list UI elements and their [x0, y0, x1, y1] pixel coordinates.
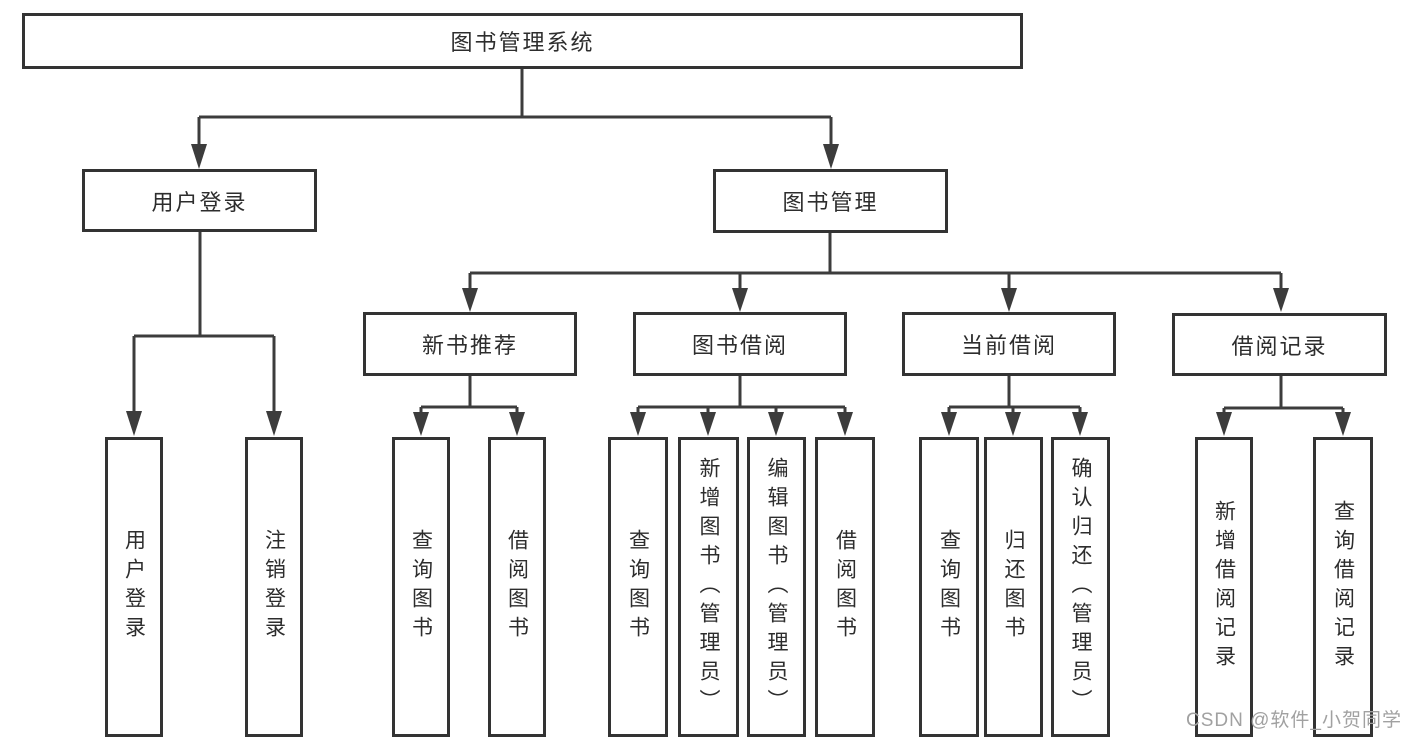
node-library-management-system-label: 图书管理系统: [450, 30, 595, 55]
arrow-leaf-add-book: [700, 412, 716, 436]
leaf-query-books-1-label: 查询图书: [409, 529, 433, 645]
leaf-query-books-2-label: 查询图书: [626, 529, 650, 645]
leaf-add-borrow-record-label: 新增借阅记录: [1212, 500, 1236, 674]
arrow-leaf-confirm-return: [1072, 412, 1088, 436]
leaf-add-book-admin: 新增图书（管理员）: [678, 437, 739, 737]
arrow-book-borrowing: [732, 288, 748, 312]
arrow-leaf-logout: [266, 411, 282, 436]
leaf-user-login: 用户登录: [105, 437, 163, 737]
leaf-return-books: 归还图书: [984, 437, 1043, 737]
arrow-borrowing-records: [1273, 288, 1289, 312]
arrow-current-borrowing: [1001, 288, 1017, 312]
node-library-management-system: 图书管理系统: [22, 13, 1023, 69]
node-new-book-recommendation: 新书推荐: [363, 312, 577, 376]
arrow-leaf-return-books: [1005, 412, 1021, 436]
arrow-leaf-query-books-2: [630, 412, 646, 436]
leaf-edit-book-admin: 编辑图书（管理员）: [747, 437, 806, 737]
leaf-logout: 注销登录: [245, 437, 303, 737]
node-book-management-label: 图书管理: [782, 190, 879, 215]
node-current-borrowing: 当前借阅: [902, 312, 1116, 376]
leaf-query-books-3-label: 查询图书: [937, 529, 961, 645]
leaf-borrow-books-2-label: 借阅图书: [833, 529, 857, 645]
node-book-management: 图书管理: [713, 169, 948, 233]
node-borrowing-records-label: 借阅记录: [1231, 333, 1328, 359]
node-user-login-label: 用户登录: [151, 189, 248, 215]
connector-current-borrowing-children: [947, 376, 1082, 414]
arrow-leaf-add-borrow-record: [1216, 412, 1232, 436]
leaf-query-books-2: 查询图书: [608, 437, 668, 737]
leaf-query-borrow-record-label: 查询借阅记录: [1331, 500, 1355, 674]
node-book-borrowing-label: 图书借阅: [691, 333, 788, 358]
arrow-leaf-query-books-1: [413, 412, 429, 436]
arrow-leaf-borrow-books-1: [509, 412, 525, 436]
leaf-confirm-return-admin: 确认归还（管理员）: [1051, 437, 1110, 737]
leaf-query-books-3: 查询图书: [919, 437, 979, 737]
node-book-borrowing: 图书借阅: [633, 312, 847, 376]
watermark-text: CSDN @软件_小贺同学: [1186, 710, 1402, 731]
leaf-add-borrow-record: 新增借阅记录: [1195, 437, 1253, 737]
arrowheads-current-borrowing: [941, 412, 1088, 436]
arrow-leaf-query-borrow-record: [1335, 412, 1351, 436]
leaf-logout-label: 注销登录: [262, 529, 286, 645]
leaf-borrow-books-1: 借阅图书: [488, 437, 546, 737]
leaf-edit-book-admin-label: 编辑图书（管理员）: [765, 456, 788, 718]
arrowheads-new-book-recommendation: [413, 412, 525, 436]
arrow-new-book-recommendation: [462, 288, 478, 312]
leaf-borrow-books-1-label: 借阅图书: [505, 529, 529, 645]
node-user-login: 用户登录: [82, 169, 317, 232]
leaf-user-login-label: 用户登录: [122, 529, 146, 645]
leaf-query-books-1: 查询图书: [392, 437, 450, 737]
node-current-borrowing-label: 当前借阅: [960, 333, 1057, 358]
leaf-confirm-return-admin-label: 确认归还（管理员）: [1069, 456, 1092, 718]
leaf-return-books-label: 归还图书: [1002, 529, 1025, 645]
node-borrowing-records: 借阅记录: [1172, 313, 1387, 376]
arrow-leaf-edit-book: [768, 412, 784, 436]
leaf-add-book-admin-label: 新增图书（管理员）: [697, 456, 720, 718]
arrow-leaf-user-login: [126, 411, 142, 436]
connector-book-borrowing-children: [636, 376, 847, 414]
arrow-book-management: [823, 144, 839, 169]
arrow-user-login: [191, 144, 207, 169]
arrow-leaf-borrow-books-2: [837, 412, 853, 436]
leaf-borrow-books-2: 借阅图书: [815, 437, 875, 737]
arrowheads-level2: [191, 144, 839, 169]
arrowheads-level3: [462, 288, 1289, 312]
connector-borrowing-records-children: [1222, 376, 1345, 414]
connector-root-to-level2: [197, 69, 833, 146]
arrowheads-book-borrowing: [630, 412, 853, 436]
arrowheads-borrowing-records: [1216, 412, 1351, 436]
node-new-book-recommendation-label: 新书推荐: [421, 333, 518, 358]
connector-user-login-children: [132, 232, 276, 412]
connector-new-book-recommendation-children: [419, 376, 519, 414]
arrow-leaf-query-books-3: [941, 412, 957, 436]
leaf-query-borrow-record: 查询借阅记录: [1313, 437, 1373, 737]
arrowheads-user-login-children: [126, 411, 282, 436]
connector-book-management-children: [468, 232, 1283, 290]
